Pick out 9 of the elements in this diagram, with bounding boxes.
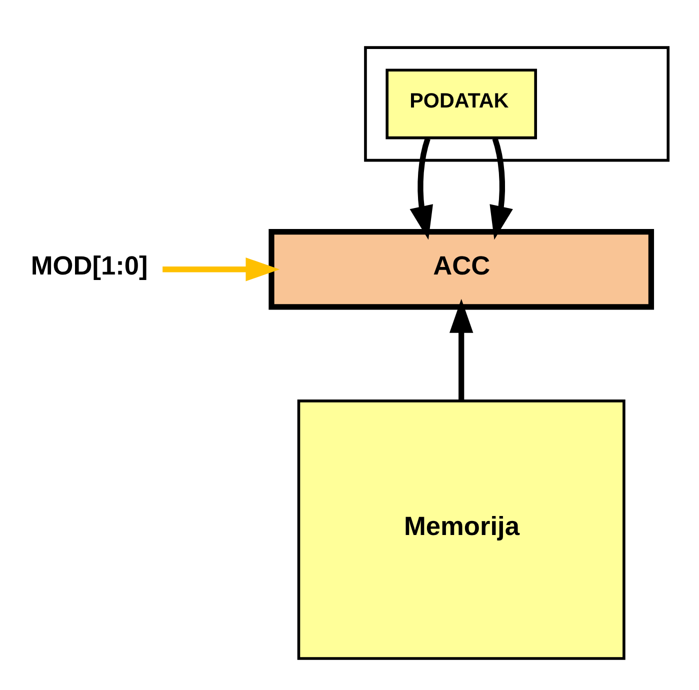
node-box: PODATAK	[386, 68, 537, 139]
node-box: Memorija	[297, 399, 626, 660]
arrow	[490, 137, 513, 240]
arrow	[449, 298, 474, 400]
node-text: MOD[1:0]	[30, 250, 148, 280]
arrow	[410, 137, 433, 240]
node-box: ACC	[268, 228, 654, 310]
arrow	[162, 257, 280, 281]
cluster	[364, 46, 670, 162]
